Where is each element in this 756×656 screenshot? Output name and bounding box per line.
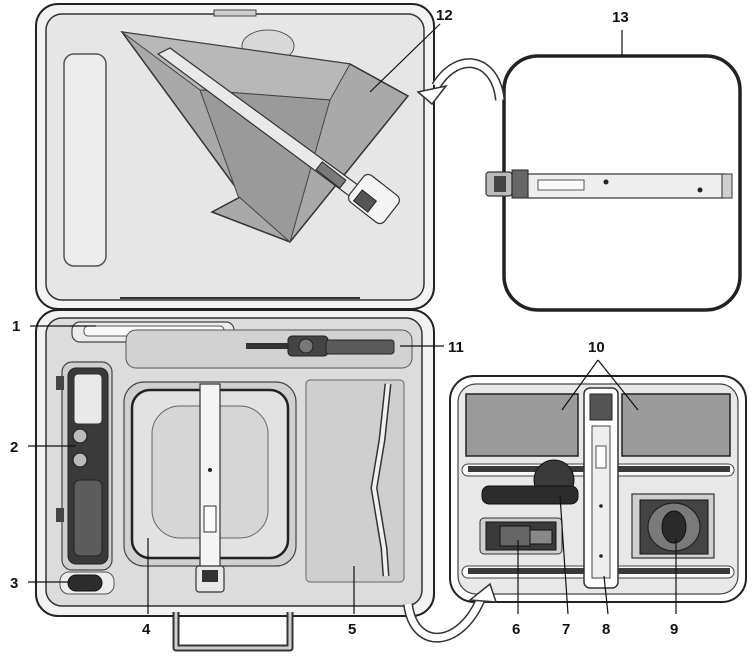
round-mount-9 [631,493,715,559]
loop-antenna-4 [123,381,297,593]
antenna-triangle-12 [120,31,410,243]
case-lid [35,3,435,310]
callout-11: 11 [448,339,464,356]
callout-9: 9 [670,621,678,638]
case-handle [172,612,294,652]
bent-rod-5 [305,379,405,583]
inset-13 [485,54,742,312]
device-2 [56,361,113,571]
callout-10: 10 [588,339,605,356]
callout-1: 1 [12,318,20,335]
cylinder-7 [481,459,579,505]
case-base [35,309,435,652]
pad-3 [59,571,115,595]
tray-inset [449,375,747,603]
callout-labels: 1 2 3 4 5 6 7 8 9 10 11 12 13 [10,7,678,638]
callout-8: 8 [602,621,610,638]
callout-6: 6 [512,621,520,638]
foam-blocks-10 [465,393,731,457]
boom-8 [583,387,619,589]
arrow-lid-to-inset [416,58,505,106]
short-antenna-11 [125,329,413,369]
callout-13: 13 [612,9,629,26]
callout-12: 12 [436,7,453,24]
leader-lines [28,23,677,615]
connector-6 [479,517,563,555]
callout-2: 2 [10,439,18,456]
arrow-base-to-tray [403,582,498,643]
callout-4: 4 [142,621,151,638]
callout-5: 5 [348,621,356,638]
callout-3: 3 [10,575,18,592]
callout-7: 7 [562,621,570,638]
